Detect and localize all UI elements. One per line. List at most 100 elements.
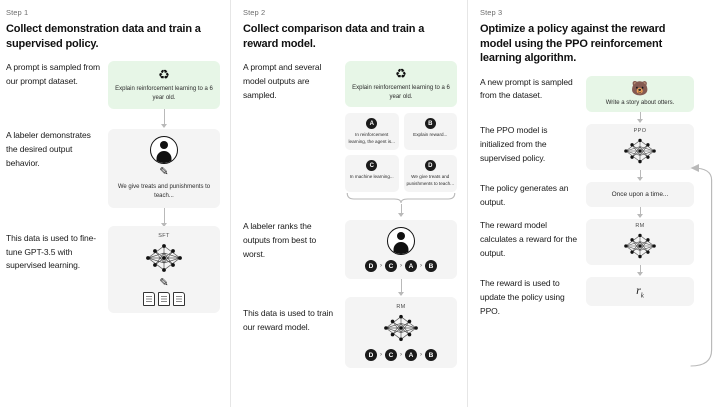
step-2-rank-stack: D › C › A › B: [345, 220, 457, 297]
step-3-rm-stack: RM: [586, 219, 694, 277]
step-3-caption-prompt: A new prompt is sampled from the dataset…: [480, 76, 573, 101]
rank-badge-2: C: [385, 349, 397, 362]
prompt-card[interactable]: ♻ Explain reinforcement learning to a 6 …: [345, 61, 457, 108]
neural-net-icon: [620, 136, 660, 166]
prompt-card[interactable]: ♻ Explain reinforcement learning to a 6 …: [108, 61, 220, 110]
step-3-title: Optimize a policy against the reward mod…: [480, 23, 666, 65]
prompt-card-text: Explain reinforcement learning to a 6 ye…: [352, 85, 450, 100]
labeler-rank-card[interactable]: D › C › A › B: [345, 220, 457, 280]
rank-separator: ›: [400, 352, 402, 359]
collecting-brace-icon: [346, 193, 456, 204]
arrow-down: [637, 265, 643, 277]
arrow-down: [398, 279, 404, 297]
option-badge: D: [424, 160, 436, 172]
step-3-rows: A new prompt is sampled from the dataset…: [480, 75, 694, 319]
rm-label: RM: [396, 304, 406, 311]
step-2-row-rm: This data is used to train our reward mo…: [243, 297, 457, 369]
reward-symbol: rk: [636, 283, 644, 300]
step-3-row-rm: The reward model calculates a reward for…: [480, 219, 694, 277]
step-1-caption-labeler: A labeler demonstrates the desired outpu…: [6, 130, 91, 168]
rank-badge-1: D: [365, 349, 377, 362]
neural-net-icon: [380, 312, 422, 344]
prompt-card[interactable]: 🐻 Write a story about otters.: [586, 75, 694, 113]
reward-card[interactable]: rk: [586, 277, 694, 306]
rank-badge-4: B: [425, 349, 437, 362]
step-3-kicker: Step 3: [480, 8, 503, 17]
step-3-caption-reward: The reward is used to update the policy …: [480, 278, 565, 316]
rank-separator: ›: [380, 263, 382, 270]
arrow-down: [637, 112, 643, 124]
step-1-title: Collect demonstration data and train a s…: [6, 23, 201, 50]
option-text: In reinforcement learning, the agent is.…: [348, 132, 395, 144]
step-3-output-stack: Once upon a time...: [586, 182, 694, 219]
step-2-row-rank: A labeler ranks the outputs from best to…: [243, 220, 457, 297]
option-text: We give treats and punishments to teach.…: [406, 174, 455, 186]
rank-badge-3: A: [405, 260, 417, 273]
step-1-row-prompt: A prompt is sampled from our prompt data…: [6, 61, 220, 129]
rank-badge-4: B: [425, 260, 437, 273]
arrow-down: [161, 109, 167, 129]
step-1-caption-prompt: A prompt is sampled from our prompt data…: [6, 62, 100, 86]
option-text: In machine learning...: [349, 174, 394, 180]
step-2-prompt-stack: ♻ Explain reinforcement learning to a 6 …: [345, 61, 457, 218]
output-option-d[interactable]: D We give treats and punishments to teac…: [403, 155, 457, 193]
step-2-rows: A prompt and several model outputs are s…: [243, 61, 457, 369]
generated-output-card[interactable]: Once upon a time...: [586, 182, 694, 208]
step-2-caption-rank: A labeler ranks the outputs from best to…: [243, 221, 317, 259]
labeler-card-text: We give treats and punishments to teach.…: [117, 184, 211, 200]
rm-model-card[interactable]: RM: [586, 219, 694, 266]
documents-group: [143, 291, 185, 306]
rm-model-card[interactable]: RM: [345, 297, 457, 369]
model-outputs-grid: A In reinforcement learning, the agent i…: [345, 113, 457, 193]
output-option-a[interactable]: A In reinforcement learning, the agent i…: [345, 113, 399, 151]
rank-separator: ›: [380, 352, 382, 359]
prompt-card-text: Write a story about otters.: [605, 99, 675, 106]
option-text: Explain reward...: [413, 132, 448, 138]
sft-label: SFT: [158, 232, 170, 239]
step-2-kicker: Step 2: [243, 8, 266, 17]
option-badge: C: [366, 160, 378, 172]
output-option-b[interactable]: B Explain reward...: [403, 113, 457, 151]
step-1-prompt-stack: ♻ Explain reinforcement learning to a 6 …: [108, 61, 220, 129]
rank-badge-2: C: [385, 260, 397, 273]
step-2-column: Step 2 Collect comparison data and train…: [230, 0, 467, 407]
labeler-card[interactable]: ✎ We give treats and punishments to teac…: [108, 129, 220, 208]
arrow-down: [637, 170, 643, 182]
option-badge: B: [424, 118, 436, 130]
rank-separator: ›: [420, 352, 422, 359]
step-3-row-prompt: A new prompt is sampled from the dataset…: [480, 75, 694, 124]
output-option-c[interactable]: C In machine learning...: [345, 155, 399, 193]
rank-badge-3: A: [405, 349, 417, 362]
person-icon: [150, 136, 178, 165]
step-1-sft-stack: SFT: [108, 208, 220, 313]
step-3-prompt-stack: 🐻 Write a story about otters.: [586, 75, 694, 124]
document-icon: [143, 291, 155, 306]
step-3-reward-stack: rk: [586, 277, 694, 306]
rm-label: RM: [635, 223, 645, 230]
document-icon: [173, 291, 185, 306]
neural-net-icon: [142, 241, 186, 275]
pencil-icon: ✎: [159, 276, 169, 289]
rank-separator: ›: [420, 263, 422, 270]
rank-separator: ›: [400, 263, 402, 270]
step-3-column: Step 3 Optimize a policy against the rew…: [467, 0, 720, 407]
ppo-model-card[interactable]: PPO: [586, 124, 694, 171]
step-3-row-reward: The reward is used to update the policy …: [480, 277, 694, 318]
step-3-row-output: The policy generates an output. Once upo…: [480, 182, 694, 219]
sft-model-card[interactable]: SFT: [108, 225, 220, 313]
ppo-label: PPO: [633, 128, 647, 135]
neural-net-icon: [620, 231, 660, 261]
step-1-column: Step 1 Collect demonstration data and tr…: [0, 0, 230, 407]
step-2-row-prompt: A prompt and several model outputs are s…: [243, 61, 457, 218]
recycle-icon: ♻: [158, 67, 170, 83]
ranking-row: D › C › A › B: [365, 260, 437, 273]
step-2-title: Collect comparison data and train a rewa…: [243, 23, 425, 50]
step-2-caption-prompt: A prompt and several model outputs are s…: [243, 62, 322, 100]
step-3-caption-ppo: The PPO model is initialized from the su…: [480, 125, 548, 163]
document-icon: [158, 291, 170, 306]
step-2-rm-stack: RM: [345, 297, 457, 369]
step-3-caption-rm: The reward model calculates a reward for…: [480, 220, 577, 258]
step-3-caption-output: The policy generates an output.: [480, 183, 569, 207]
recycle-icon: ♻: [395, 66, 407, 82]
